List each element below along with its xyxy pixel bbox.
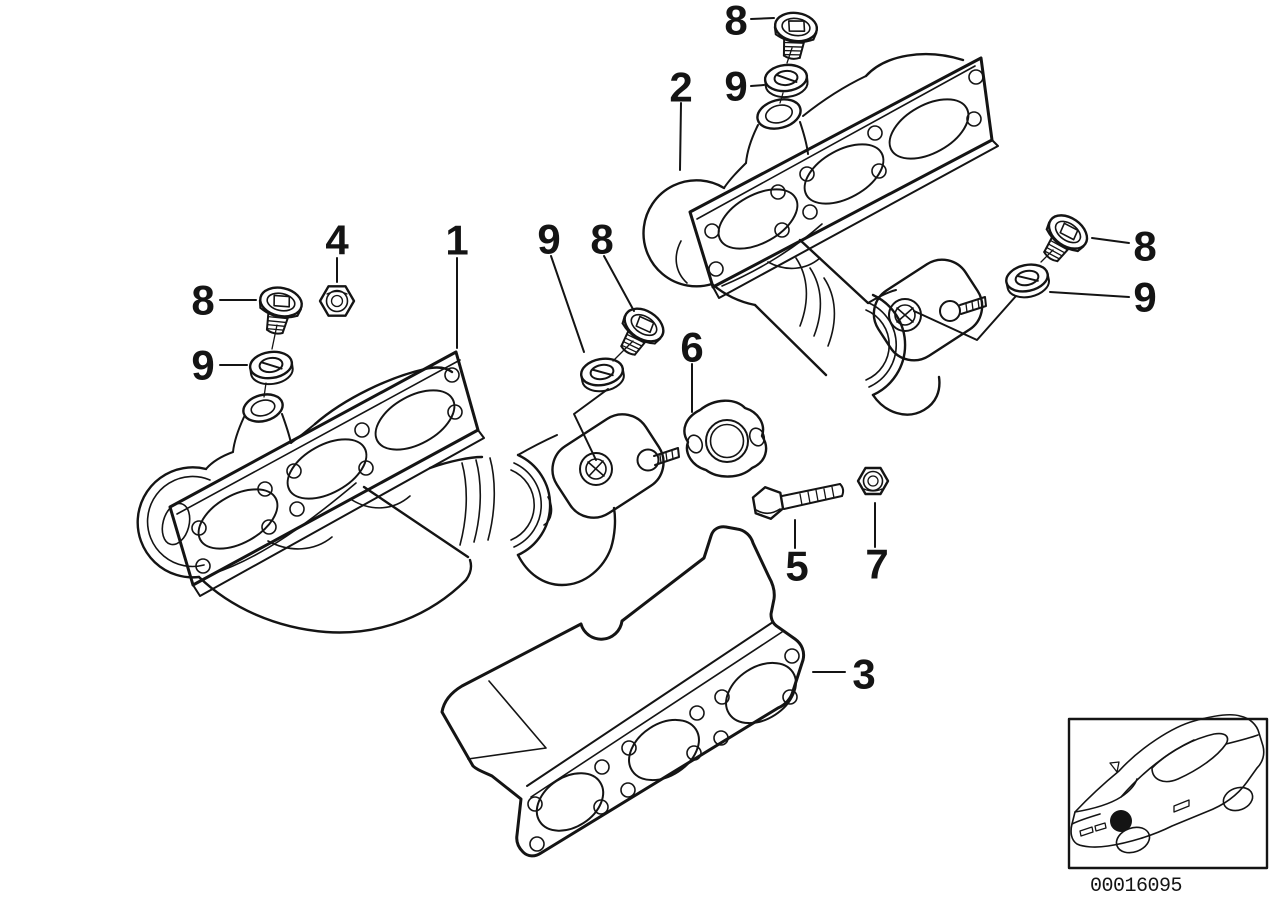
callout-2[interactable]: 2: [669, 64, 692, 111]
downpipe-flange-1: [551, 413, 680, 519]
flange-gasket: [683, 399, 768, 478]
oxygen-sensor-boss-2: [888, 298, 922, 332]
screw-plug-left: [252, 282, 306, 339]
sensor-boss-1: [232, 393, 292, 453]
stud-holes-2: [704, 69, 984, 277]
manifold-cat-assembly-2: [642, 53, 999, 416]
seal-ring-top: [762, 61, 811, 101]
callout-8-right[interactable]: 8: [1133, 223, 1156, 270]
callout-3[interactable]: 3: [852, 651, 875, 698]
callout-5[interactable]: 5: [785, 543, 808, 590]
downpipe-flange-2: [872, 258, 987, 362]
manifold-flange-plate-2: [688, 56, 999, 299]
callout-1[interactable]: 1: [445, 217, 468, 264]
catalytic-converter-2: [753, 238, 941, 416]
sensor-boss-2: [745, 98, 809, 164]
thumbnail-frame: [1067, 717, 1269, 870]
runner-tubes-2: [642, 53, 965, 307]
screw-plug-mid: [608, 300, 671, 365]
callout-4[interactable]: 4: [325, 217, 349, 264]
callout-7[interactable]: 7: [865, 541, 888, 588]
callout-9-mid[interactable]: 9: [537, 216, 560, 263]
heat-shield: [440, 525, 806, 858]
stud-2: [959, 296, 987, 315]
car-icon: [1070, 714, 1265, 854]
seal-ring-left: [247, 348, 296, 388]
exhaust-ports-2: [717, 98, 970, 250]
stud-1: [653, 447, 680, 466]
callout-8-left[interactable]: 8: [191, 277, 214, 324]
manifold-flange-plate-1: [168, 350, 485, 597]
hex-bolt: [751, 483, 845, 520]
hex-nut-7: [856, 466, 890, 496]
manifold-cat-assembly-1: [136, 350, 680, 634]
callout-9-right[interactable]: 9: [1133, 274, 1156, 321]
seal-ring-mid: [577, 354, 628, 396]
callout-9-left[interactable]: 9: [191, 342, 214, 389]
leader-lines: [219, 17, 1130, 673]
callout-6[interactable]: 6: [680, 324, 703, 371]
vehicle-locator-thumbnail: 00016095: [1067, 714, 1269, 898]
diagram-code: 00016095: [1090, 875, 1182, 898]
runner-tubes-1: [197, 366, 473, 634]
part-location-dot: [1110, 810, 1132, 832]
callout-8-top[interactable]: 8: [724, 0, 747, 44]
seal-ring-right: [1002, 259, 1053, 303]
heat-shield-holes: [527, 648, 800, 852]
inlet-funnels-1: [136, 451, 234, 579]
callout-9-top[interactable]: 9: [724, 63, 747, 110]
stud-holes-1: [191, 367, 463, 574]
heat-shield-ports: [535, 661, 797, 832]
callouts: 8 9 2 4 8 9 1 9 8 6 5 7 3 8 9: [191, 0, 1156, 698]
callout-8-mid[interactable]: 8: [590, 216, 613, 263]
hex-nut-4: [318, 285, 356, 317]
exhaust-ports-1: [197, 389, 456, 550]
screw-plug-top: [769, 9, 820, 63]
catalytic-converter-1: [362, 434, 617, 587]
